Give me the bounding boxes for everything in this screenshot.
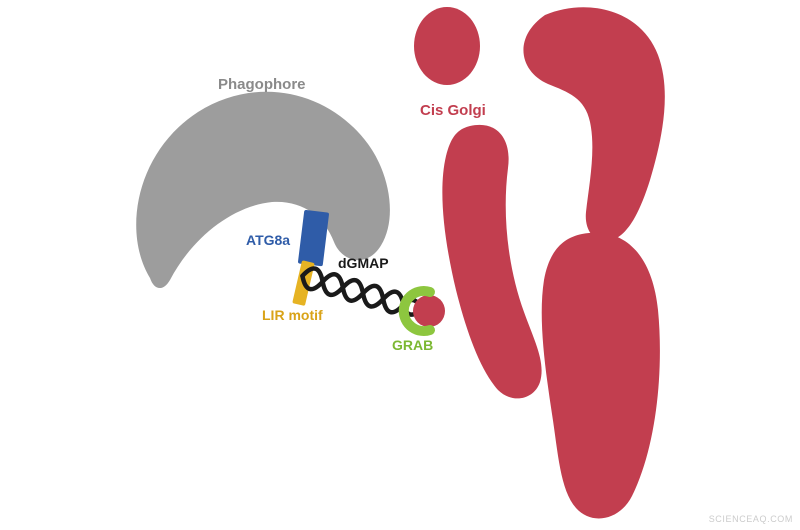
atg8a-label: ATG8a [246,232,290,248]
atg8a-shape [298,209,329,267]
golgi-cisterna-middle-shape [442,124,542,399]
dgmap-label: dGMAP [338,255,389,271]
watermark: SCIENCEAQ.COM [709,514,793,524]
grab-shape [398,286,435,336]
grab-vesicle-shape [413,295,445,327]
golgi-vesicle-shape [414,7,480,85]
lir-motif-label: LIR motif [262,307,323,323]
cis-golgi-label: Cis Golgi [420,102,486,119]
phagophore-shape [136,91,390,289]
grab-label: GRAB [392,337,433,353]
golgi-cisterna-right-shape [541,232,660,519]
phagophore-label: Phagophore [218,76,306,93]
golgi-cisterna-top-shape [523,7,665,242]
